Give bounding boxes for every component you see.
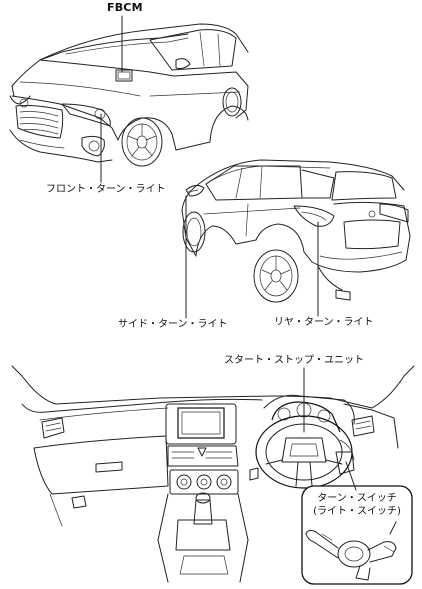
front-turn-light-label: フロント・ターン・ライト <box>46 184 166 195</box>
light-switch-label: (ライト・スイッチ) <box>313 506 401 517</box>
turn-switch-label: ターン・スイッチ <box>317 493 397 504</box>
fbcm-label: FBCM <box>107 1 143 14</box>
leader-turn-switch <box>345 461 357 491</box>
front-view-car <box>9 23 249 167</box>
dashboard-interior <box>11 365 415 583</box>
rear-view-car <box>181 159 411 303</box>
start-stop-unit-label: スタート・ストップ・ユニット <box>224 355 364 366</box>
leader-lines <box>100 15 357 491</box>
rear-turn-light-label: リヤ・ターン・ライト <box>274 317 374 328</box>
side-turn-light-label: サイド・ターン・ライト <box>118 319 228 330</box>
turn-switch-inset <box>301 485 413 585</box>
